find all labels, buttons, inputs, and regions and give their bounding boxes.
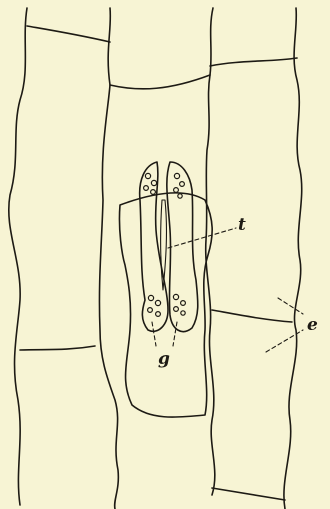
label-t: t	[238, 215, 246, 235]
cell-wall-left-top	[27, 26, 110, 42]
cell-wall-right-top	[210, 58, 297, 66]
cell-wall-right-outer	[284, 8, 302, 509]
cell-wall-center-left	[99, 8, 118, 509]
cell-wall-center-top	[110, 75, 210, 89]
cell-wall-left-outer	[9, 8, 27, 505]
leader-line-t	[168, 228, 236, 248]
cell-wall-left-mid	[20, 346, 95, 350]
leader-line-g-left	[152, 322, 156, 346]
cell-wall-right-inner	[206, 8, 215, 495]
label-g: g	[158, 349, 170, 369]
cell-wall-right-mid	[212, 310, 292, 322]
chloroplasts-upper	[144, 173, 185, 198]
leader-line-e-upper	[278, 298, 303, 314]
label-e: e	[307, 315, 318, 335]
cell-wall-right-bottom	[212, 488, 285, 500]
